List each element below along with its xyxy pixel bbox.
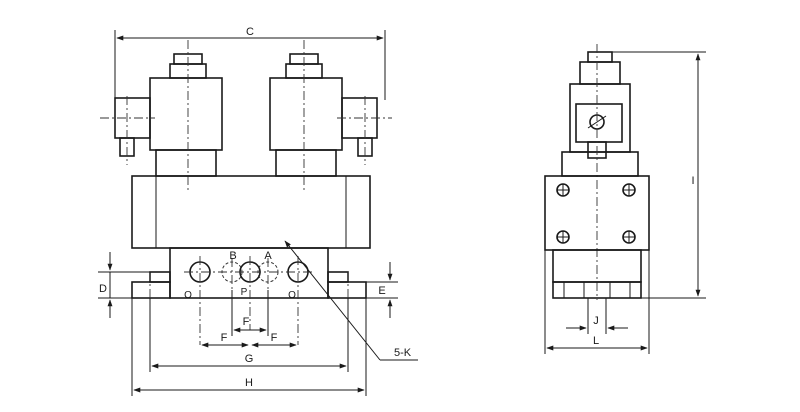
label-f-top: F [243, 316, 250, 328]
label-b: B [229, 250, 236, 262]
sub-plate [131, 247, 367, 299]
label-p: P [241, 287, 248, 298]
dimension-c: C [114, 26, 386, 100]
dimension-e: E [366, 262, 398, 318]
label-g: G [245, 353, 254, 365]
label-o-right: O [288, 290, 296, 301]
label-e: E [378, 285, 385, 297]
dimension-f: F F F [201, 290, 297, 348]
valve-body [131, 175, 371, 249]
label-i: I [691, 175, 694, 187]
label-j: J [593, 315, 599, 327]
port-holes [184, 256, 314, 345]
label-o-left: O [184, 290, 192, 301]
label-5k: 5-K [394, 347, 412, 359]
label-h: H [245, 377, 253, 389]
dimension-g: G [149, 298, 349, 372]
label-c: C [246, 26, 254, 38]
left-solenoid [100, 40, 223, 192]
label-a: A [264, 250, 272, 262]
dimension-i: I [612, 51, 706, 299]
leader-5k: 5-K [284, 240, 418, 361]
dimension-j: J [566, 298, 628, 334]
front-view: B A O P O C D E [98, 26, 418, 396]
side-view: I J L [544, 44, 706, 354]
right-solenoid [269, 40, 392, 192]
dimension-h: H [131, 298, 367, 396]
mounting-screws [556, 183, 636, 244]
label-f-left: F [221, 332, 228, 344]
dimension-l: L [544, 250, 650, 354]
dimension-d: D [98, 252, 170, 318]
label-f-right: F [271, 332, 278, 344]
label-d: D [99, 283, 107, 295]
label-l: L [593, 335, 599, 347]
